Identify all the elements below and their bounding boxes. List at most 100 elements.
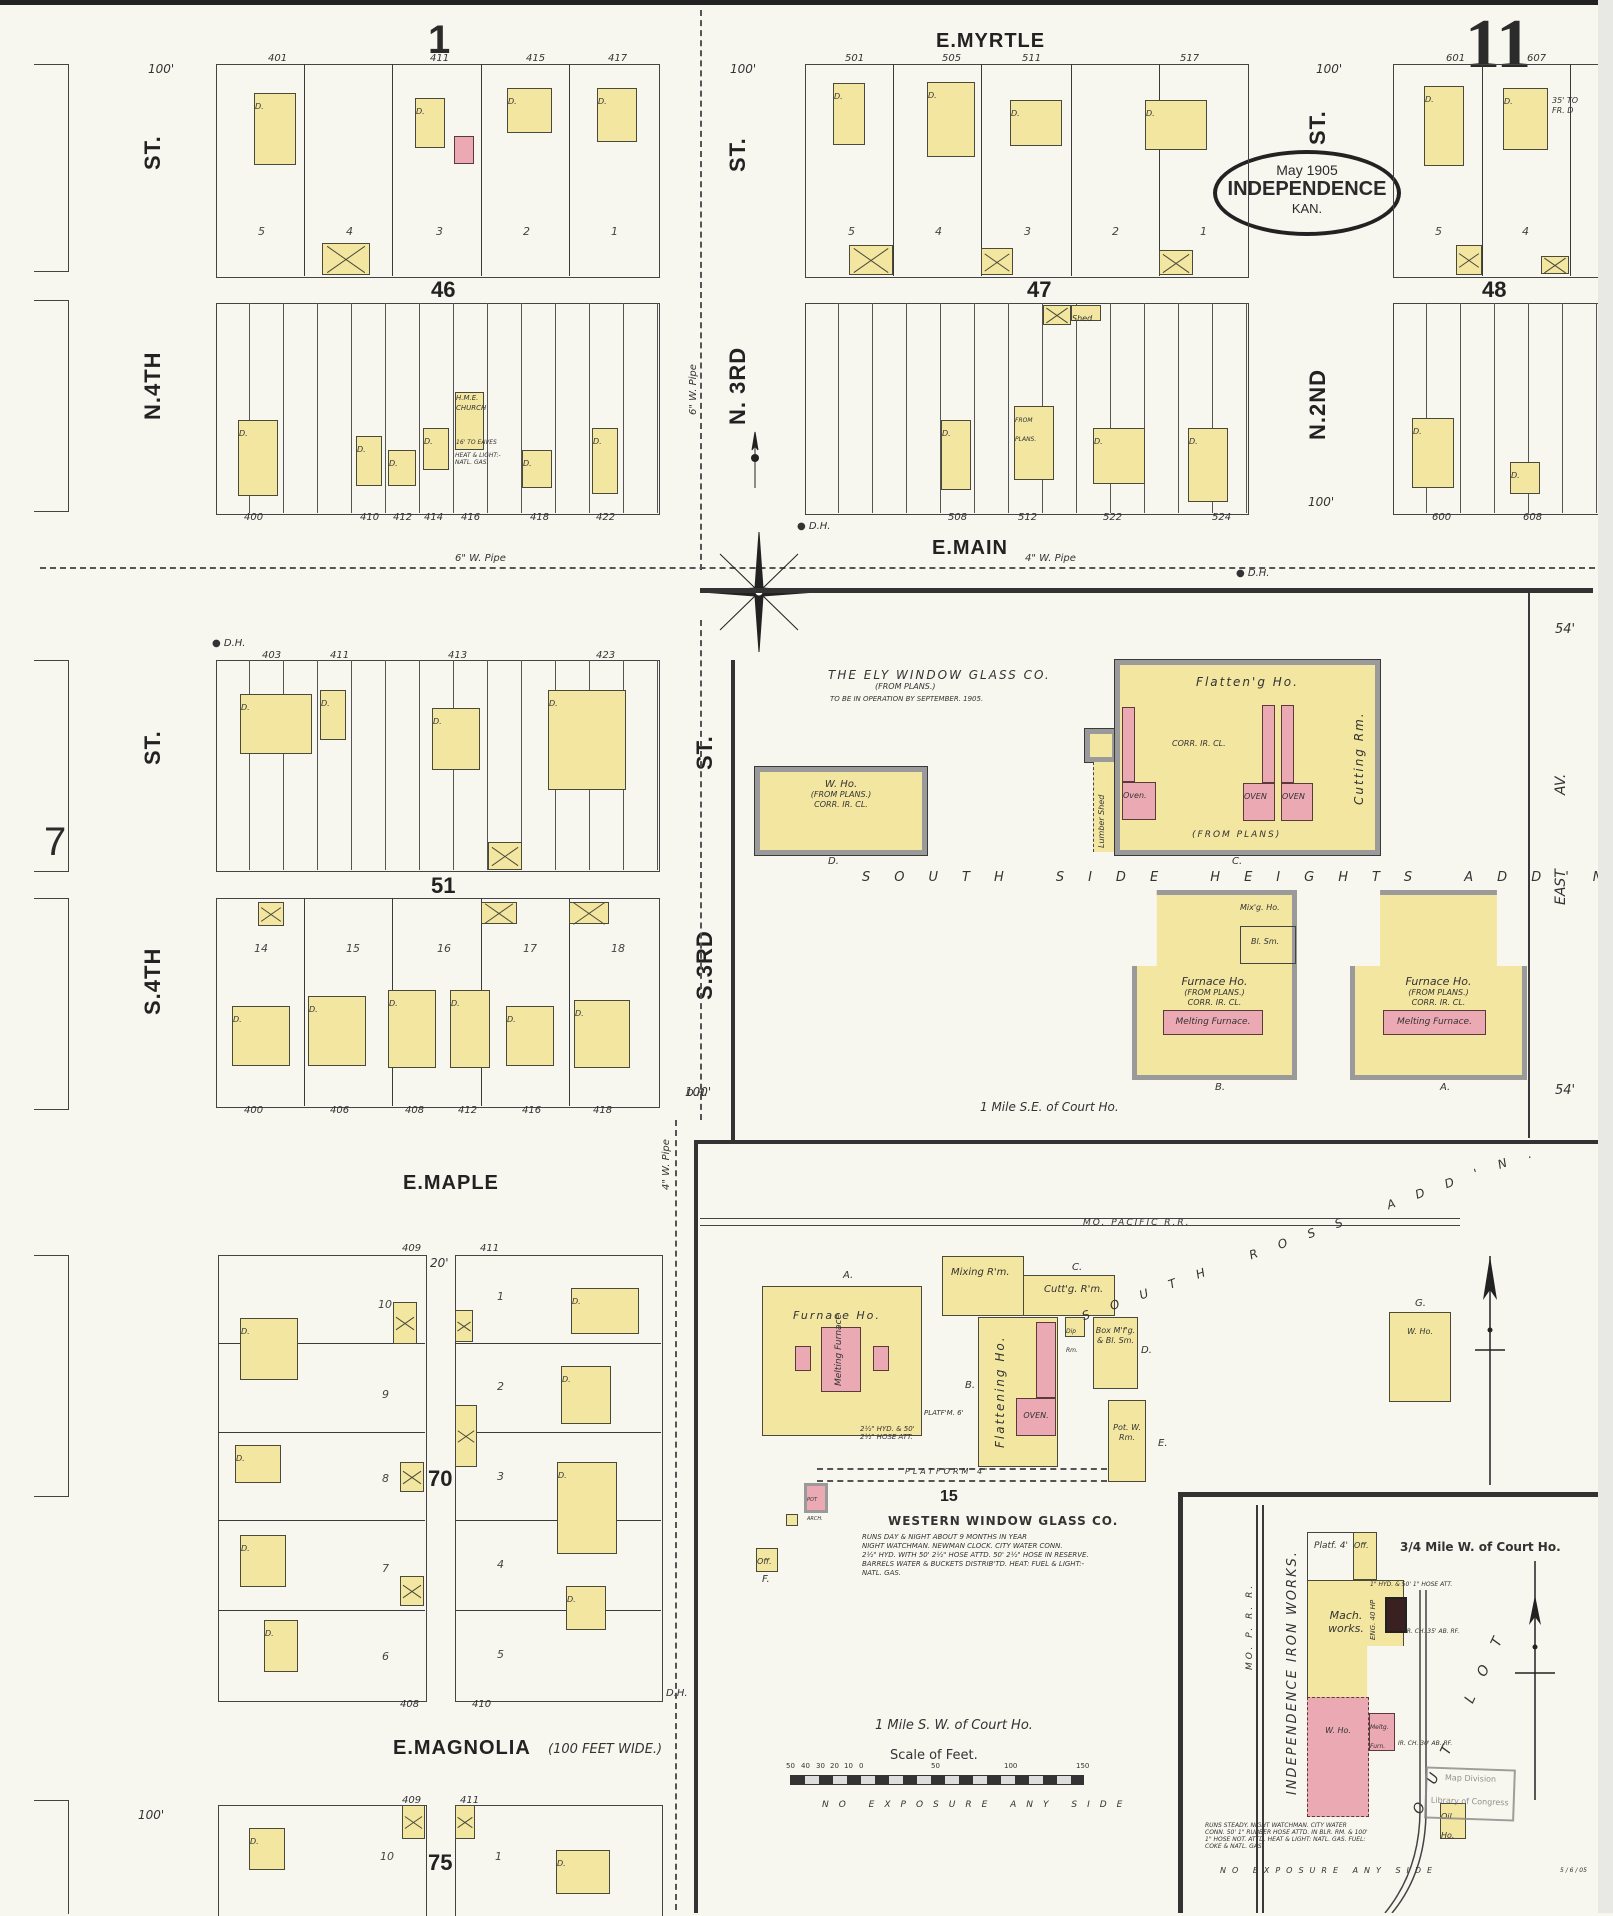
dwelling: D. <box>1424 86 1464 166</box>
property-boundary <box>1178 1492 1606 1497</box>
western-box-factory: Box M'f'g. & Bl. Sm. <box>1093 1317 1138 1389</box>
scale-title: Scale of Feet. <box>890 1748 978 1763</box>
ely-furnace-house-b: Furnace Ho. (FROM PLANS.) CORR. IR. CL. <box>1132 890 1297 1080</box>
ely-company-name: THE ELY WINDOW GLASS CO. <box>828 668 1051 682</box>
property-boundary <box>731 660 735 1140</box>
dwelling: D. <box>557 1462 617 1554</box>
railroad-track <box>1256 1505 1258 1913</box>
dwelling: D. <box>566 1586 606 1630</box>
iron-works-distance: 3/4 Mile W. of Court Ho. <box>1400 1540 1561 1554</box>
block-46-north <box>216 64 660 278</box>
dwelling: D. <box>264 1620 298 1672</box>
adjacent-block-edge <box>34 1800 69 1914</box>
dwelling: D. <box>254 93 296 165</box>
church-name: H.M.E. CHURCH <box>456 394 487 412</box>
pipe-label: 4" W. Pipe <box>661 1139 672 1190</box>
hydrant-marker: ● D.H. <box>212 638 246 649</box>
street-e-main: E.MAIN <box>932 537 1008 559</box>
north-arrow-icon <box>751 431 759 488</box>
north-arrow-icon <box>1515 1561 1555 1800</box>
dwelling: D. <box>423 428 449 470</box>
dwelling: D. <box>388 990 436 1068</box>
hydrant-label: D.H. <box>808 521 831 532</box>
ely-lehr <box>1262 705 1275 783</box>
ely-lehr <box>1122 707 1135 782</box>
street-st-label: ST. <box>1305 110 1330 145</box>
hydrant-marker: D.H. <box>686 1088 708 1099</box>
stable <box>569 902 609 924</box>
lot-lines <box>216 303 658 513</box>
stable <box>1159 250 1193 275</box>
blow-furnace <box>795 1346 811 1371</box>
ely-lumber-shed <box>1093 762 1116 852</box>
melting-furnace: Melting Furnace <box>821 1314 861 1392</box>
dwelling: D. <box>1412 418 1454 488</box>
block-70-west <box>218 1255 427 1702</box>
iron-works-name: INDEPENDENCE IRON WORKS. <box>1285 1550 1300 1795</box>
railroad-spur <box>1384 1590 1427 1913</box>
stable <box>849 245 893 275</box>
iron-works-notes: RUNS STEADY. NIGHT WATCHMAN. CITY WATER … <box>1205 1822 1368 1850</box>
dwelling: D. <box>556 1850 610 1894</box>
dwelling: D. <box>1188 428 1228 502</box>
dwelling: D. <box>240 1318 298 1380</box>
ely-furnace-house-a: Furnace Ho. (FROM PLANS.) CORR. IR. CL. <box>1350 890 1527 1080</box>
stable <box>455 1805 475 1839</box>
dwelling: D. <box>232 1006 290 1066</box>
stable <box>1456 245 1482 275</box>
street-av: AV. <box>1553 773 1569 795</box>
western-mixing-room: Mixing R'm. <box>942 1256 1024 1316</box>
ely-blacksmith: Bl. Sm. <box>1240 926 1296 964</box>
adjacent-block-edge <box>34 300 69 512</box>
dwelling: D. <box>574 1000 630 1068</box>
dwelling: D. <box>415 98 445 148</box>
dwelling: D. <box>941 420 971 490</box>
railroad-label: MO. PACIFIC R.R. <box>1083 1218 1191 1228</box>
dwelling: D. <box>432 708 480 770</box>
railroad-track <box>700 1218 1460 1226</box>
addition-name: SOUTH SIDE HEIGHTS ADD'N. <box>862 870 1613 885</box>
revision-note: 5 / 6 / 05 <box>1560 1867 1587 1874</box>
dwelling: D. <box>597 88 637 142</box>
dwelling: D. <box>1503 88 1548 150</box>
dwelling: D. <box>240 694 312 754</box>
block-number: 47 <box>1027 277 1052 302</box>
dwelling: D. <box>571 1288 639 1334</box>
property-boundary <box>1178 1492 1183 1913</box>
edge-index-number: 7 <box>44 820 67 864</box>
block-48-north <box>1393 64 1613 278</box>
dwelling: D. <box>238 420 278 496</box>
ely-melting-furnace: Melting Furnace. <box>1163 1010 1263 1035</box>
adjacent-block-edge <box>34 64 69 272</box>
hydrant-marker: D.H. <box>666 1688 688 1699</box>
street-e-magnolia: E.MAGNOLIA <box>393 1737 531 1759</box>
water-pipe-third-st-south <box>700 620 702 1120</box>
sheet-top-border <box>0 0 1613 5</box>
western-warehouse-g: W. Ho. <box>1389 1312 1451 1402</box>
western-pot-room: Pot. W. Rm. <box>1108 1400 1146 1482</box>
dwelling: D. <box>1510 462 1540 494</box>
western-office-f: Off. <box>756 1548 778 1572</box>
platform <box>817 1468 1107 1470</box>
property-boundary <box>1528 593 1530 1138</box>
ely-blacksmith <box>1084 728 1118 763</box>
stable <box>488 842 522 870</box>
stable <box>400 1462 424 1492</box>
stable <box>455 1310 473 1342</box>
pipe-label: 4" W. Pipe <box>1025 553 1076 564</box>
western-lehr <box>1036 1322 1056 1398</box>
ely-mixing-house: Mix'g. Ho. <box>1240 903 1280 912</box>
hydrant-marker: ● D.H. <box>797 521 831 532</box>
title-cartouche: May 1905 INDEPENDENCE KAN. <box>1213 150 1401 236</box>
dwelling: D. <box>235 1445 281 1483</box>
sheet-edge <box>1598 0 1613 1913</box>
stable <box>402 1805 425 1839</box>
ely-distance: 1 Mile S.E. of Court Ho. <box>980 1100 1119 1114</box>
ely-flattening-house-c: Flatten'g Ho. CORR. IR. CL. (FROM PLANS)… <box>1114 659 1381 856</box>
brick-building <box>454 136 474 164</box>
volume-marker: 1 <box>428 18 451 62</box>
property-boundary <box>694 1140 1606 1144</box>
ely-melting-furnace: Melting Furnace. <box>1383 1010 1486 1035</box>
western-cutting-room: Cutt'g. R'm. <box>1023 1275 1115 1316</box>
western-pot-arch: POT ARCH. <box>804 1483 828 1522</box>
